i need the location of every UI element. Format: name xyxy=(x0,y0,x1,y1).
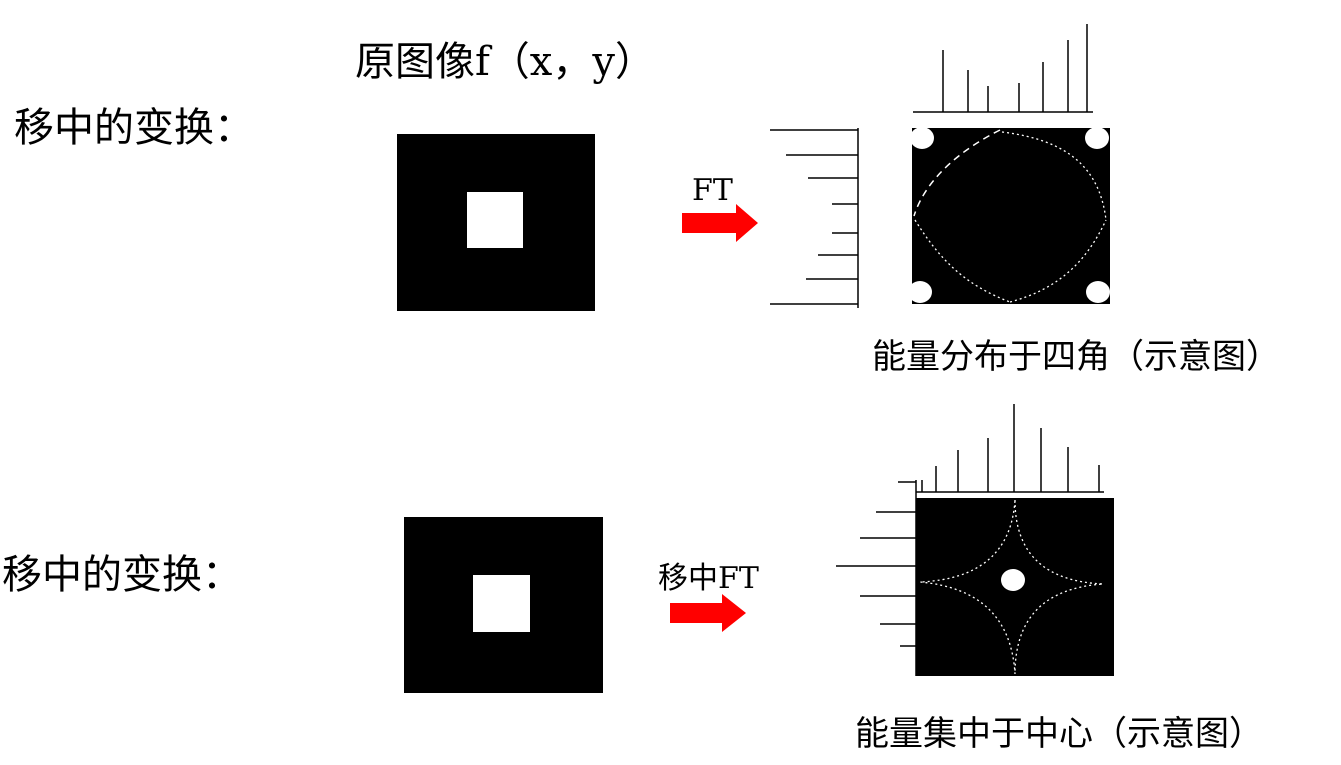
row1-spectrum-curves xyxy=(914,131,1107,303)
original-image-title: 原图像f（x，y） xyxy=(355,39,655,85)
row2-source-image xyxy=(404,517,603,693)
row2-caption: 能量集中于中心（示意图） xyxy=(855,714,1263,754)
row2-source-white-square xyxy=(473,575,530,632)
row1-ft-arrow xyxy=(682,204,758,242)
row2-top-profile xyxy=(916,404,1104,493)
row1-source-white-square xyxy=(467,192,523,248)
row2-center-energy-spot xyxy=(1001,569,1025,591)
row1-spectrum-dashed-curve xyxy=(913,129,1001,217)
row2-spectrum-star-curve xyxy=(919,499,1104,675)
row1-source-image xyxy=(397,134,595,311)
row2-shifted-ft-arrow xyxy=(670,594,746,632)
row2-label: 移中的变换： xyxy=(2,552,242,598)
row1-caption: 能量分布于四角（示意图） xyxy=(872,337,1280,377)
row2-left-profile xyxy=(836,480,917,676)
row1-label: 移中的变换： xyxy=(14,105,254,151)
row1-left-profile xyxy=(770,128,859,308)
row1-top-profile xyxy=(913,24,1093,113)
row1-spectrum-image xyxy=(912,128,1110,304)
row1-arrow-label: FT xyxy=(692,173,733,208)
row2-arrow-label: 移中FT xyxy=(658,561,759,596)
row1-corner-energy-spots xyxy=(908,127,1110,303)
